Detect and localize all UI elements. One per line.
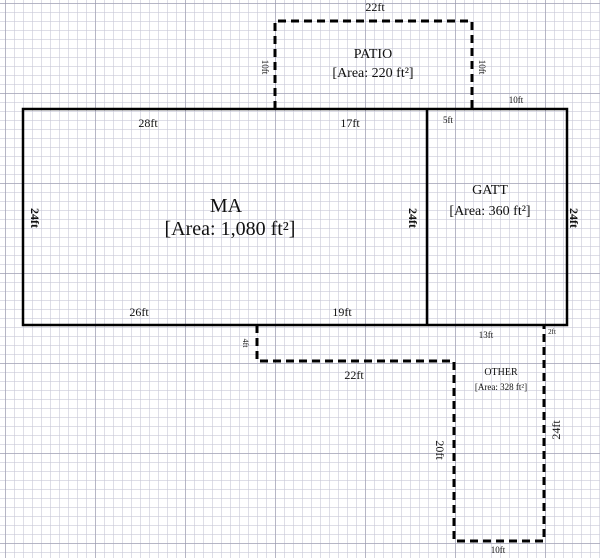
dim-other-bottom: 10ft xyxy=(491,545,506,555)
patio-outline xyxy=(273,19,474,109)
room-area-gatt: [Area: 360 ft²] xyxy=(449,204,530,219)
dim-gatt-right: 24ft xyxy=(567,208,581,228)
dim-main-bottom-right: 19ft xyxy=(332,305,352,319)
dim-other-corner: 2ft xyxy=(548,328,556,336)
room-name-main: MA xyxy=(210,195,243,217)
dim-main-top-right: 17ft xyxy=(340,116,360,130)
dim-other-top-right: 13ft xyxy=(479,330,494,340)
dim-patio-top: 22ft xyxy=(365,0,385,14)
dim-main-left: 24ft xyxy=(28,208,42,228)
dim-other-inner-vertical: 20ft xyxy=(433,440,447,460)
dim-main-top-left: 28ft xyxy=(138,116,158,130)
dim-gatt-top-right: 10ft xyxy=(509,95,524,105)
dim-gatt-top-left: 5ft xyxy=(443,115,453,125)
room-name-gatt: GATT xyxy=(472,183,508,198)
dim-patio-right: 10ft xyxy=(477,60,487,75)
main-building-outline xyxy=(21,107,569,327)
dim-patio-left: 10ft xyxy=(260,60,270,75)
dim-other-left-small: 4ft xyxy=(241,339,250,349)
dim-other-top: 22ft xyxy=(344,368,364,382)
room-name-other: OTHER xyxy=(484,367,518,378)
dim-main-right: 24ft xyxy=(406,208,420,228)
room-name-patio: PATIO xyxy=(354,47,392,62)
other-outline xyxy=(255,325,546,543)
room-area-patio: [Area: 220 ft²] xyxy=(332,66,413,81)
room-area-main: [Area: 1,080 ft²] xyxy=(165,218,296,240)
dim-main-bottom-left: 26ft xyxy=(129,305,149,319)
dim-other-right: 24ft xyxy=(549,420,563,440)
room-area-other: [Area: 328 ft²] xyxy=(475,382,527,392)
